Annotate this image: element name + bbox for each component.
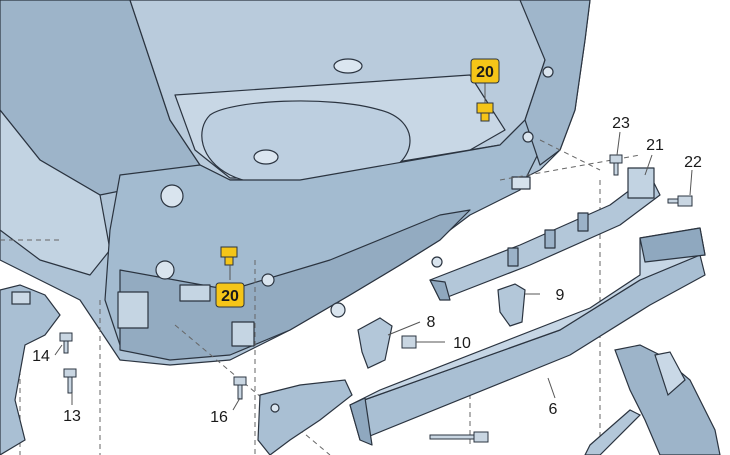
callout-20-lower: 20 [221,288,239,305]
callout-20-upper-badge [470,58,500,84]
callout-21: 21 [646,137,664,154]
part-8-bracket[interactable] [357,317,393,369]
callout-8: 8 [427,314,436,331]
callout-16: 16 [210,409,228,426]
callout-14: 14 [32,348,50,365]
screw-22-icon [667,195,693,207]
callout-20-upper: 20 [476,64,494,81]
nut-10-icon [401,335,417,349]
part-right-bumper-cover[interactable] [584,344,721,455]
car-rear-body [0,0,591,366]
callout-20-lower-badge [215,282,245,308]
callout-9: 9 [556,287,565,304]
bolt-bottom-icon [429,431,489,443]
screw-14-icon [59,332,73,354]
callout-6: 6 [549,401,558,418]
callout-13: 13 [63,408,81,425]
screw-13-icon [63,368,77,394]
callout-22: 22 [684,154,702,171]
part-center-guide[interactable] [257,379,353,455]
part-6-bumper-beam[interactable] [349,227,706,446]
fasteners [59,154,693,443]
screw-16-icon [233,376,247,400]
screw-23-icon [609,154,623,176]
callout-10: 10 [453,335,471,352]
callout-23: 23 [612,115,630,132]
part-left-side-guide[interactable] [0,284,61,455]
leader-lines [54,82,693,411]
part-9-bracket[interactable] [497,283,526,327]
part-21-mounting-rail[interactable] [429,167,661,301]
part-20-clip-lower[interactable] [220,246,238,266]
